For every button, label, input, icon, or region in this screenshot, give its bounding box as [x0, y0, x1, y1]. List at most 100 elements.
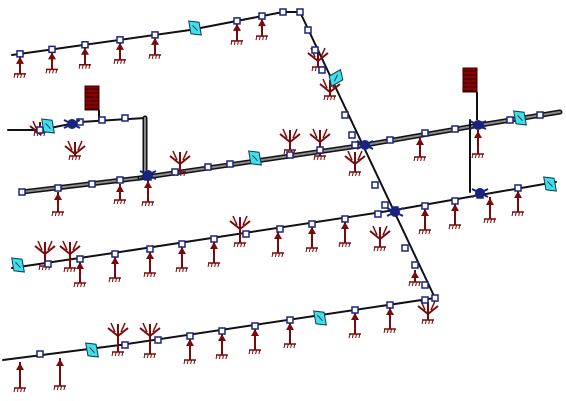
spring-hanger-icon [462, 67, 478, 93]
support-arrow [186, 339, 194, 346]
node-marker [154, 336, 162, 344]
support-hatch [351, 333, 354, 339]
branch-junction-icon [469, 120, 487, 130]
guide-arms [417, 305, 439, 316]
support-hatch [20, 73, 23, 78]
node-marker [286, 316, 294, 324]
node-marker [316, 146, 324, 154]
node-marker [421, 202, 429, 210]
branch-junction-icon [63, 119, 81, 129]
support-icon [338, 221, 351, 248]
guide-arms [344, 155, 366, 166]
guide-legs [37, 240, 53, 251]
support-hatch [48, 69, 51, 74]
support-hatch [281, 252, 284, 258]
support-hatch [338, 242, 341, 248]
support-icon [141, 180, 154, 207]
support-arrow [178, 247, 186, 254]
support-arrow [151, 37, 159, 45]
node-marker [226, 160, 234, 168]
flange-icon [41, 118, 55, 134]
support-arrow [258, 19, 266, 27]
guide-arms [59, 245, 81, 256]
support-arrow [308, 227, 316, 234]
support-hatch [13, 73, 16, 78]
support-hatch [271, 252, 274, 258]
guide-support-icon [229, 215, 251, 248]
support-hatch [486, 218, 489, 224]
guide-hatch [78, 155, 81, 161]
flange-mark [547, 181, 553, 187]
guide-hatch [330, 95, 333, 101]
support-hatch [428, 229, 431, 235]
support-hatch [144, 201, 147, 207]
support-icon [148, 36, 161, 60]
guide-hatch [314, 66, 317, 72]
support-arrow [251, 329, 259, 336]
guide-hatch [376, 246, 379, 252]
support-hatch [258, 349, 261, 355]
guide-arms [139, 327, 161, 338]
support-hatch [305, 247, 308, 253]
guide-arms [279, 133, 301, 144]
guide-legs [372, 225, 388, 236]
support-arrow [146, 252, 154, 259]
support-hatch [418, 281, 421, 287]
pipe-segment [119, 297, 436, 346]
support-hatch [418, 229, 421, 235]
support-hatch [217, 262, 220, 268]
node-marker [111, 250, 119, 258]
support-hatch [20, 387, 23, 393]
guide-arms [309, 133, 331, 144]
support-hatch [383, 328, 386, 334]
support-hatch [113, 199, 116, 205]
node-marker [286, 151, 294, 159]
support-hatch [290, 343, 293, 349]
guide-hatch [320, 155, 323, 161]
guide-legs [312, 128, 328, 139]
support-hatch [274, 252, 277, 258]
node-marker [44, 260, 52, 268]
guide-hatch [63, 267, 66, 273]
flange-icon [543, 176, 557, 192]
flange-mark [89, 347, 95, 353]
support-hatch [45, 69, 48, 74]
support-hatch [185, 267, 188, 273]
flange-mark [333, 74, 339, 82]
node-marker [401, 244, 409, 252]
guide-hatch [424, 319, 427, 325]
support-hatch [116, 59, 119, 64]
guide-legs [347, 150, 363, 161]
spring-body [84, 85, 100, 111]
support-hatch [425, 229, 428, 235]
spring-hanger-icon [84, 85, 100, 111]
support-hatch [265, 35, 268, 41]
support-icon [483, 197, 496, 224]
support-hatch [451, 224, 454, 230]
guide-hatch [153, 353, 156, 359]
support-icon [448, 203, 461, 230]
pipe-segment [299, 11, 436, 299]
support-hatch [151, 54, 154, 60]
support-hatch [178, 267, 181, 273]
support-hatch [148, 54, 151, 60]
node-marker [311, 46, 319, 54]
support-hatch [286, 343, 289, 349]
support-arrow [341, 222, 349, 229]
guide-hatch [355, 171, 358, 177]
support-hatch [420, 156, 423, 162]
node-marker [276, 225, 284, 233]
support-hatch [348, 242, 351, 248]
support-arrow [411, 271, 419, 278]
node-marker [258, 12, 266, 20]
guide-legs [172, 150, 188, 161]
support-icon [413, 137, 426, 162]
support-hatch [113, 59, 116, 64]
guide-legs [232, 215, 248, 226]
support-hatch [155, 54, 158, 60]
support-arrow [486, 198, 494, 205]
support-layer [13, 18, 524, 393]
guide-hatch [41, 265, 44, 271]
support-arrow [233, 23, 241, 31]
